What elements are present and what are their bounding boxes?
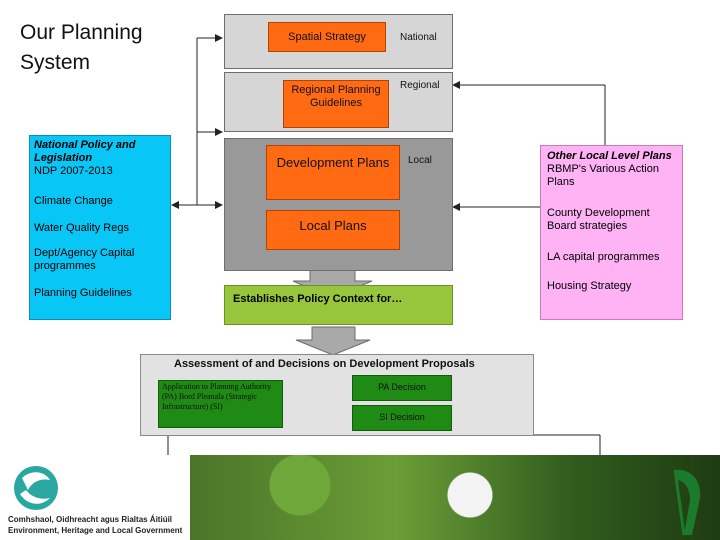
national-tag: National (400, 32, 437, 43)
department-name-english: Environment, Heritage and Local Governme… (8, 526, 183, 535)
right-item-rbmp: RBMP's Various Action Plans (547, 163, 659, 188)
right-item-county: County Development Board strategies (547, 207, 650, 232)
right-panel-heading: Other Local Level Plans (547, 150, 672, 162)
left-item-water: Water Quality Regs (34, 222, 129, 234)
local-plans-box: Local Plans (266, 210, 400, 250)
right-item-housing: Housing Strategy (547, 280, 632, 292)
right-item-la: LA capital programmes (547, 251, 660, 263)
national-policy-panel: National Policy and Legislation NDP 2007… (29, 135, 171, 320)
assessment-title: Assessment of and Decisions on Developme… (174, 358, 475, 370)
regional-tag: Regional (400, 80, 440, 91)
local-plans-panel: Other Local Level Plans RBMP's Various A… (540, 145, 683, 320)
policy-context-bar: Establishes Policy Context for… (224, 285, 453, 325)
left-panel-heading: National Policy and Legislation (34, 139, 136, 164)
spatial-strategy-box: Spatial Strategy (268, 22, 386, 52)
left-item-capital: Dept/Agency Capital programmes (34, 247, 135, 272)
left-item-guidelines: Planning Guidelines (34, 287, 132, 299)
left-item-climate: Climate Change (34, 195, 113, 207)
regional-guidelines-box: Regional Planning Guidelines (283, 80, 389, 128)
local-tag: Local (408, 155, 432, 166)
department-name-irish: Comhshaol, Oidhreacht agus Rialtas Áitiú… (8, 515, 173, 524)
left-item-ndp: NDP 2007-2013 (34, 165, 113, 177)
application-box: Application to Planning Authority (PA) B… (158, 380, 283, 428)
si-decision-box: SI Decision (352, 405, 452, 431)
page-title: Our Planning System (20, 21, 143, 74)
development-plans-box: Development Plans (266, 145, 400, 200)
pa-decision-box: PA Decision (352, 375, 452, 401)
